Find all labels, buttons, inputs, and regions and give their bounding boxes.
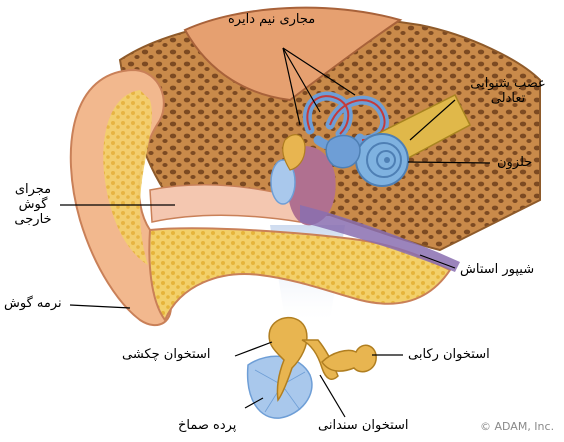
label-eustachian-tube: شیپور استاش: [460, 262, 534, 277]
label-ear-canal: مجرای گوش خارجی: [8, 182, 58, 227]
vestibule: [326, 135, 360, 167]
label-ear-canal-line2: گوش: [8, 197, 58, 212]
label-vestibular-nerve: عصب شنوایی تعادلی: [470, 76, 546, 106]
cochlea: [356, 134, 408, 186]
label-cochlea: حلزون: [497, 155, 532, 170]
label-malleus: استخوان چکشی: [122, 347, 210, 362]
label-eardrum: پرده صماخ: [178, 418, 236, 433]
label-ear-canal-line1: مجرای: [8, 182, 58, 197]
label-earlobe: نرمه گوش: [4, 296, 62, 311]
label-semicircular-canals: مجاری نیم دایره: [228, 12, 315, 27]
label-vestibular-nerve-line2: تعادلی: [470, 91, 546, 106]
label-vestibular-nerve-line1: عصب شنوایی: [470, 76, 546, 91]
magnified-ossicles: [248, 318, 377, 419]
label-ear-canal-line3: خارجی: [8, 212, 58, 227]
label-incus: استخوان سندانی: [318, 418, 409, 433]
label-stapes: استخوان رکابی: [408, 347, 490, 362]
magnified-stapes: [322, 345, 376, 371]
copyright-credit: © ADAM, Inc.: [480, 420, 554, 433]
